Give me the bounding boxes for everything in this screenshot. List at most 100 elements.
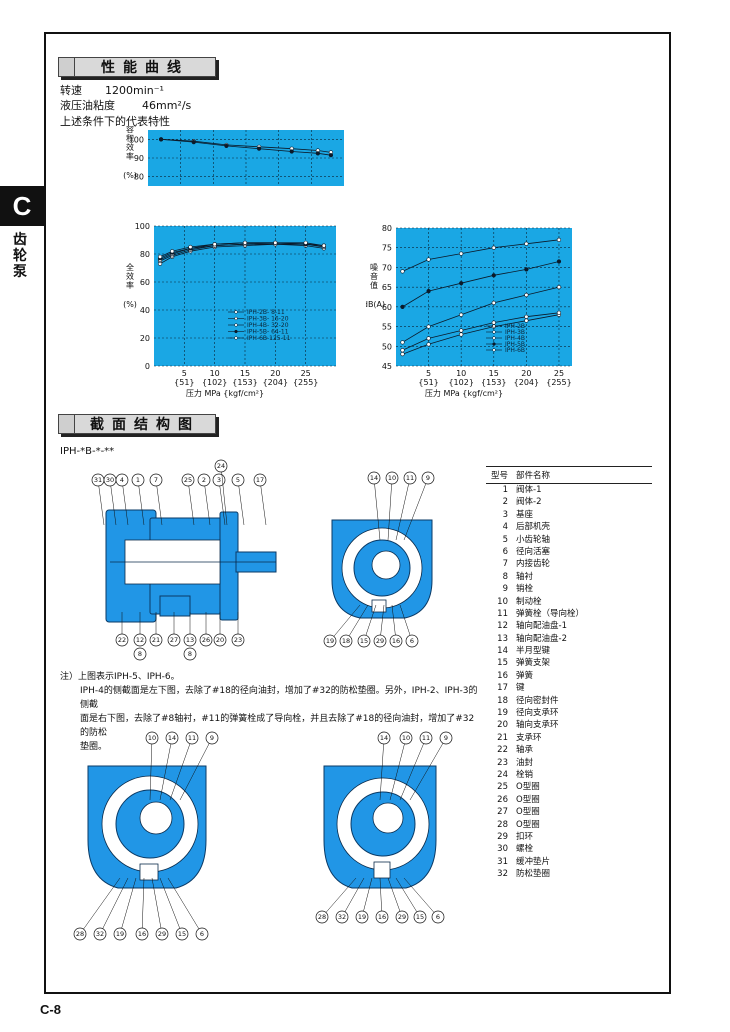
- bottom-left-section-view: [87, 765, 207, 889]
- data-point: [459, 312, 464, 317]
- parts-row: 18 径向密封件: [486, 695, 652, 707]
- series-line: [402, 286, 560, 343]
- callout-number: 16: [378, 913, 386, 921]
- part-name: 轴向支承环: [516, 720, 559, 731]
- callout-bubble: [339, 634, 353, 648]
- x-tick-sublabel: {51}: [174, 378, 194, 387]
- callout-number: 29: [398, 913, 406, 921]
- callout-bubble: [133, 647, 147, 661]
- callout-bubble: [413, 910, 427, 924]
- callout-bubble: [135, 927, 149, 941]
- data-point: [188, 244, 193, 250]
- callout-bubble: [405, 634, 419, 648]
- part-number: 30: [497, 844, 508, 855]
- section-performance: 性能曲线: [58, 57, 216, 77]
- part-number: 16: [497, 670, 508, 681]
- x-tick-label: 15: [489, 369, 499, 378]
- callout-bubble: [205, 731, 219, 745]
- chapter-label: 齿轮泵: [13, 232, 27, 280]
- data-point: [400, 352, 405, 357]
- callout-bubble: [93, 927, 107, 941]
- part-number: 14: [497, 646, 508, 657]
- cross-section-note: 注）上图表示IPH-5、IPH-6。 IPH-4的侧截面是左下图，去除了#18的…: [60, 670, 480, 754]
- y-tick-label: 60: [382, 303, 392, 312]
- part-number: 18: [497, 695, 508, 706]
- legend-label: IPH-5B: [505, 341, 525, 348]
- callout-leader: [403, 877, 439, 918]
- bottom-right-section-view: [323, 765, 437, 889]
- x-tick-sublabel: {204}: [263, 378, 288, 387]
- callout-bubble: [253, 473, 267, 487]
- y-axis-title-char: 率: [126, 280, 134, 290]
- callout-bubble: [115, 633, 129, 647]
- callout-number: 13: [186, 636, 194, 644]
- callout-bubble: [145, 731, 159, 745]
- part-number: 22: [497, 745, 508, 756]
- viscosity-label: 液压油粘度: [60, 99, 115, 112]
- callout-number: 8: [188, 650, 192, 658]
- legend-marker: [492, 330, 496, 334]
- data-point: [426, 288, 431, 294]
- data-point: [303, 240, 308, 245]
- y-tick-label: 20: [140, 334, 150, 343]
- callout-number: 29: [158, 930, 166, 938]
- part-name: 径向活塞: [516, 546, 551, 557]
- y-axis-title-char: 容: [126, 126, 134, 134]
- y-tick-label: 0: [145, 362, 150, 371]
- legend-marker: [234, 336, 238, 340]
- part-name: 轴衬: [516, 571, 534, 582]
- callout-number: 5: [236, 476, 240, 484]
- callout-number: 8: [138, 650, 142, 658]
- y-axis-title-char: 积: [126, 133, 134, 143]
- y-tick-label: 65: [382, 283, 392, 292]
- x-tick-sublabel: {102}: [202, 378, 227, 387]
- side-section-view: [105, 509, 277, 623]
- data-point: [170, 249, 175, 254]
- part-number: 10: [497, 596, 508, 607]
- part-name: 内接齿轮: [516, 559, 551, 570]
- part-name: O型圈: [516, 794, 540, 805]
- speed-label: 转速: [60, 84, 82, 97]
- part-name: 防松垫圈: [516, 869, 551, 880]
- data-point: [491, 273, 496, 278]
- callout-number: 26: [202, 636, 210, 644]
- callout-leader: [79, 877, 121, 935]
- callout-number: 6: [410, 637, 414, 645]
- part-number: 8: [502, 571, 508, 582]
- data-point: [556, 310, 562, 315]
- part-number: 2: [502, 497, 508, 508]
- part-number: 5: [502, 534, 508, 545]
- callout-bubble: [167, 633, 181, 647]
- part-name: 后部机壳: [516, 522, 551, 533]
- callout-number: 14: [168, 734, 176, 742]
- series-line: [402, 314, 560, 355]
- callout-bubble: [73, 927, 87, 941]
- callout-number: 7: [154, 476, 158, 484]
- callout-bubble: [231, 473, 245, 487]
- x-tick-label: 5: [426, 369, 431, 378]
- callout-number: 16: [138, 930, 146, 938]
- x-axis-title: 压力 MPa {kgf/cm²}: [186, 388, 264, 398]
- callout-bubble: [183, 647, 197, 661]
- part-name: 径向密封件: [516, 695, 559, 706]
- callout-bubble: [367, 471, 381, 485]
- y-axis-title-char: 噪: [370, 263, 378, 272]
- callout-bubble: [231, 633, 245, 647]
- series-line: [402, 261, 560, 308]
- speed-value: 1200min⁻¹: [105, 84, 164, 97]
- viscosity-value: 46mm²/s: [142, 99, 192, 112]
- y-tick-label: 45: [382, 362, 392, 371]
- x-tick-label: 10: [210, 369, 220, 378]
- callout-number: 10: [148, 734, 156, 742]
- data-point: [491, 300, 496, 306]
- callout-number: 18: [342, 637, 350, 645]
